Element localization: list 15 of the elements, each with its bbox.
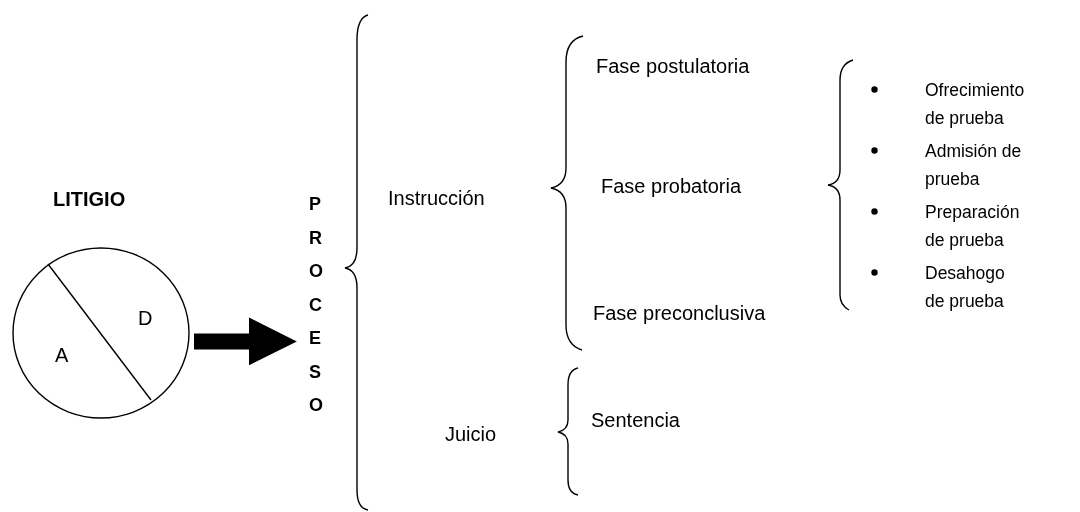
region-letter: A [55,343,69,367]
text-label: Fase preconclusiva [593,301,766,325]
list-item-text: Desahogo de prueba [925,262,1006,313]
list-item-text: Admisión de prueba [925,140,1023,191]
vertical-heading: PROCESO [308,193,324,417]
text-label: Juicio [445,422,497,446]
list-item-text: Preparación de prueba [925,201,1021,252]
text-label: Instrucción [388,186,485,210]
text-label: Fase postulatoria [596,54,750,78]
block-arrow [194,317,297,366]
region-letter: D [138,306,153,330]
text-label: Fase probatoria [601,174,742,198]
heading: LITIGIO [53,187,126,211]
text-label: Sentencia [591,408,680,432]
list-item-text: Ofrecimiento de prueba [925,79,1026,130]
